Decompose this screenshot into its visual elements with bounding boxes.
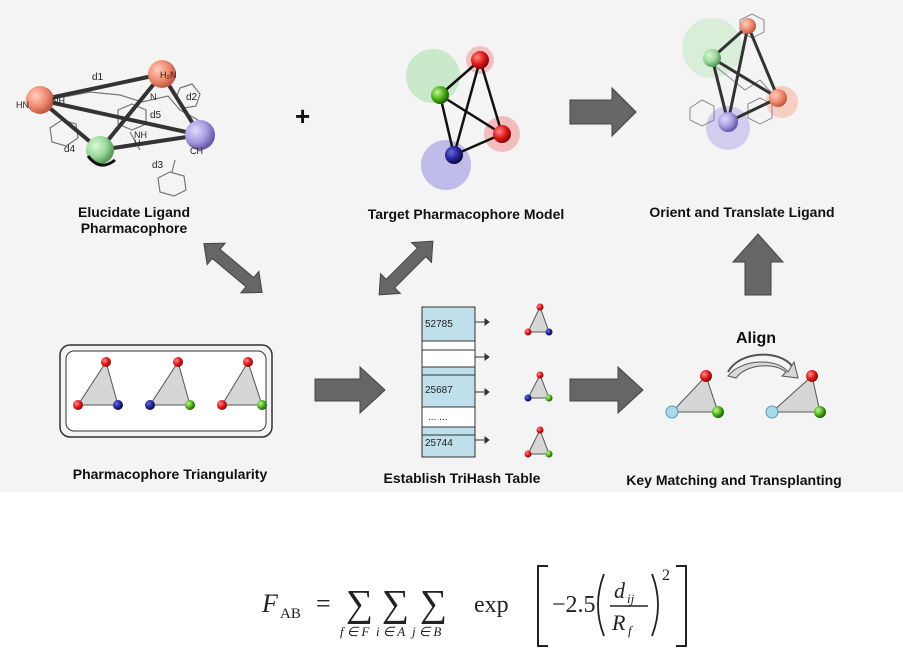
ligand-sphere-lavender (185, 120, 215, 150)
trihash-table: 52785 25687 ... ... 25744 (421, 303, 553, 458)
label-elucidate-line2: Pharmacophore (80, 220, 188, 236)
formula-sum1-sub: f ∈ F (340, 624, 370, 639)
arrow-to-trihash (314, 365, 386, 415)
formula-exp: exp (474, 592, 509, 618)
trihash-triangle-2 (524, 371, 553, 402)
ligand-atom-n: N (150, 92, 157, 102)
trihash-triangle-3 (524, 426, 553, 458)
align-curved-arrow (727, 360, 799, 379)
trihash-key-5: 25744 (425, 438, 453, 449)
label-keymatch: Key Matching and Transplanting (626, 472, 842, 488)
trihash-key-3: 25687 (425, 385, 453, 396)
ligand-distance-d2: d2 (186, 92, 198, 103)
triangularity-box (59, 344, 273, 438)
trihash-triangle-1 (524, 303, 553, 336)
trihash-key-1: 52785 (425, 319, 453, 330)
keymatch-triangle-left (665, 370, 724, 419)
double-arrow-target-trihash (378, 240, 434, 296)
formula-den: R (611, 610, 626, 635)
target-pharmacophore-model (406, 46, 520, 190)
ligand-distance-d1: d1 (92, 72, 104, 83)
formula-sum2-sub: i ∈ A (376, 624, 405, 639)
triangle-2 (145, 357, 195, 410)
formula-num-sub: ij (627, 591, 635, 606)
arrow-to-orient (569, 86, 637, 138)
ligand-atom-ch: CH (190, 146, 203, 156)
formula-power: 2 (662, 567, 670, 584)
arrow-up-to-orient (731, 233, 785, 296)
ligand-sphere-green (86, 136, 114, 164)
ligand-atom-nh: NH (52, 96, 65, 106)
plus-sign: + (295, 101, 310, 131)
scoring-formula: F AB = ∑ f ∈ F ∑ i ∈ A ∑ j ∈ B exp −2.5 … (261, 565, 687, 647)
ligand-pharmacophore: H₂N HN NH N H NH CH d1 d2 d3 d4 d5 (16, 60, 215, 197)
formula-lhs: F (261, 589, 279, 618)
formula-lhs-sub: AB (280, 606, 301, 622)
ligand-distance-d5: d5 (150, 110, 162, 121)
ligand-sphere-salmon-left (26, 86, 54, 114)
ligand-sphere-salmon-top (148, 60, 176, 88)
formula-equals: = (316, 589, 331, 618)
label-target-model: Target Pharmacophore Model (367, 206, 565, 222)
oriented-ligand (682, 13, 798, 150)
ligand-atom-hn: HN (16, 100, 29, 110)
triangle-3 (217, 357, 267, 410)
formula-num: d (614, 578, 626, 603)
arrow-to-keymatch (569, 365, 644, 415)
formula-sum-1: ∑ (346, 583, 373, 625)
trihash-key-4: ... ... (428, 412, 447, 423)
ligand-atom-nh2: NH (134, 130, 147, 140)
label-align: Align (736, 330, 776, 347)
double-arrow-elucidate-triangularity (203, 242, 263, 294)
key-matching (665, 353, 826, 419)
formula-sum3-sub: j ∈ B (410, 624, 441, 639)
label-triangularity: Pharmacophore Triangularity (72, 466, 268, 482)
label-elucidate: Elucidate Ligand Pharmacophore (64, 204, 204, 236)
triangle-1 (73, 357, 123, 410)
ligand-distance-d4: d4 (64, 144, 76, 155)
formula-sum-2: ∑ (382, 583, 409, 625)
ligand-atom-h: H (134, 138, 141, 148)
keymatch-triangle-right (765, 370, 826, 419)
formula-den-sub: f (628, 623, 634, 638)
formula-coef: −2.5 (552, 592, 596, 618)
label-trihash: Establish TriHash Table (383, 470, 541, 486)
ligand-atom-h2n: H₂N (160, 70, 177, 80)
label-orient: Orient and Translate Ligand (649, 204, 835, 220)
formula-sum-3: ∑ (420, 583, 447, 625)
label-elucidate-line1: Elucidate Ligand (77, 204, 190, 220)
ligand-distance-d3: d3 (152, 160, 164, 171)
